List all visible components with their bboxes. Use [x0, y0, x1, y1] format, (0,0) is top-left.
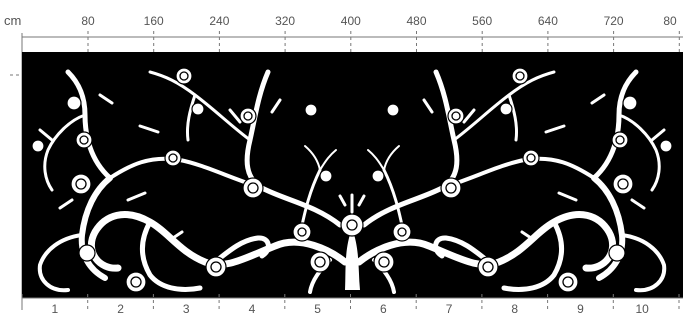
top-tick-label: 80: [663, 14, 677, 28]
panel-number-label: 7: [446, 302, 453, 316]
ornament-right-half: [355, 67, 673, 294]
panel-number-label: 10: [635, 302, 649, 316]
ornament-left-half: [31, 67, 349, 294]
top-tick-label: 240: [209, 14, 229, 28]
top-tick-label: 400: [341, 14, 361, 28]
top-tick-label: 320: [275, 14, 295, 28]
panel-number-label: 9: [577, 302, 584, 316]
panel-number-label: 1: [52, 302, 59, 316]
top-ruler-ticks: 80 160 240 320 400 480 560 640 720 80: [81, 14, 680, 52]
ornament-trunk: [345, 228, 360, 290]
panel-number-label: 6: [380, 302, 387, 316]
panel-number-label: 2: [117, 302, 124, 316]
top-tick-label: 160: [144, 14, 164, 28]
top-tick-label: 80: [81, 14, 95, 28]
bottom-ruler-ticks: 1 2 3 4 5 6 7 8 9 10: [21, 294, 680, 316]
panel-number-label: 5: [314, 302, 321, 316]
floral-ornament: [31, 67, 673, 294]
ruler-unit-label: cm: [4, 13, 21, 28]
panel-number-label: 3: [183, 302, 190, 316]
center-rose: [340, 213, 364, 237]
top-tick-label: 560: [472, 14, 492, 28]
panel-number-label: 4: [249, 302, 256, 316]
panel-number-label: 8: [511, 302, 518, 316]
top-tick-label: 720: [604, 14, 624, 28]
top-tick-label: 640: [538, 14, 558, 28]
top-tick-label: 480: [406, 14, 426, 28]
